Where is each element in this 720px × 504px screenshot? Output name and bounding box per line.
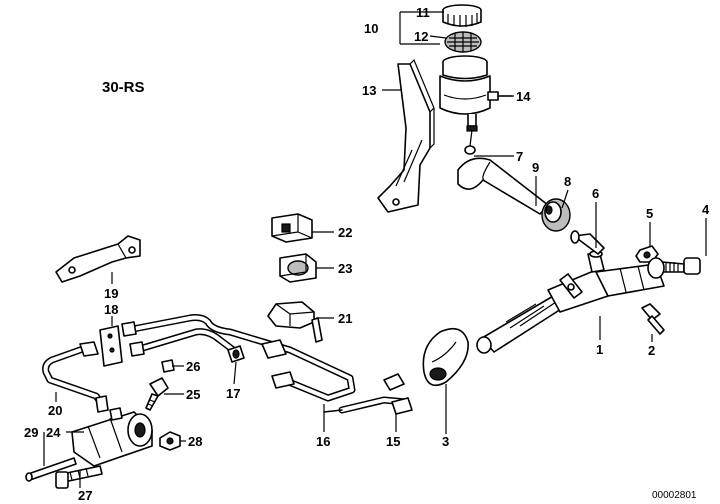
model-label: 30-RS bbox=[102, 79, 145, 96]
slave-bolt-27[interactable] bbox=[55, 465, 103, 489]
callout-26: 26 bbox=[186, 359, 200, 374]
drawing-number: 00002801 bbox=[652, 490, 697, 501]
master-cylinder[interactable] bbox=[476, 263, 665, 354]
feed-hose[interactable] bbox=[457, 157, 549, 215]
callout-9: 9 bbox=[532, 160, 539, 175]
bleed-valve-25[interactable] bbox=[145, 377, 169, 411]
callout-22: 22 bbox=[338, 225, 352, 240]
callout-17: 17 bbox=[226, 386, 240, 401]
callout-8: 8 bbox=[564, 174, 571, 189]
reservoir-cap[interactable] bbox=[442, 4, 482, 27]
callout-23: 23 bbox=[338, 261, 352, 276]
cylinder-inlet-nozzle[interactable] bbox=[587, 250, 605, 273]
callout-28: 28 bbox=[188, 434, 202, 449]
hose-clamp[interactable] bbox=[464, 129, 476, 155]
callout-18: 18 bbox=[104, 302, 118, 317]
pushrod-29[interactable] bbox=[25, 457, 77, 482]
holder-clip-23[interactable] bbox=[279, 253, 317, 283]
slave-line-20[interactable] bbox=[42, 341, 109, 413]
callout-19: 19 bbox=[104, 286, 118, 301]
hose-fitting-6[interactable] bbox=[570, 230, 605, 255]
callout-6: 6 bbox=[592, 186, 599, 201]
holder-clip-22[interactable] bbox=[271, 213, 313, 243]
reservoir-strainer[interactable] bbox=[444, 31, 482, 53]
callout-15: 15 bbox=[386, 434, 400, 449]
line-bracket-21[interactable] bbox=[267, 301, 323, 343]
callout-14: 14 bbox=[516, 89, 531, 104]
mounting-bolt-2[interactable] bbox=[641, 303, 665, 335]
callout-29: 29 bbox=[24, 425, 38, 440]
callout-4: 4 bbox=[702, 202, 710, 217]
mounting-bracket-19[interactable] bbox=[55, 235, 141, 283]
reservoir-bracket[interactable] bbox=[377, 58, 435, 213]
dust-boot[interactable] bbox=[422, 327, 469, 387]
callout-12: 12 bbox=[414, 29, 428, 44]
callout-7: 7 bbox=[516, 149, 523, 164]
grommet-8[interactable] bbox=[541, 198, 571, 232]
callout-5: 5 bbox=[646, 206, 653, 221]
callout-1: 1 bbox=[596, 342, 603, 357]
callout-16: 16 bbox=[316, 434, 330, 449]
retaining-clip-18[interactable] bbox=[99, 325, 123, 367]
callout-13: 13 bbox=[362, 83, 376, 98]
pushrod-bolt-4[interactable] bbox=[647, 257, 701, 279]
callout-27: 27 bbox=[78, 488, 92, 503]
callout-21: 21 bbox=[338, 311, 352, 326]
line-coupling-17[interactable] bbox=[227, 345, 245, 363]
slave-cylinder[interactable] bbox=[71, 407, 153, 467]
callout-2: 2 bbox=[648, 343, 655, 358]
fluid-reservoir[interactable] bbox=[439, 55, 491, 132]
callout-20: 20 bbox=[48, 403, 62, 418]
callout-3: 3 bbox=[442, 434, 449, 449]
line-unions[interactable] bbox=[121, 321, 413, 415]
callout-25: 25 bbox=[186, 387, 200, 402]
callout-10: 10 bbox=[364, 21, 378, 36]
callout-11: 11 bbox=[416, 5, 430, 20]
nut-28[interactable] bbox=[159, 431, 181, 451]
callout-24: 24 bbox=[46, 425, 61, 440]
bleed-screw-26[interactable] bbox=[161, 359, 175, 373]
leader-lines bbox=[43, 11, 707, 488]
callout-labels: 1 2 3 4 5 6 7 8 9 10 11 12 13 14 15 16 1… bbox=[24, 5, 710, 503]
